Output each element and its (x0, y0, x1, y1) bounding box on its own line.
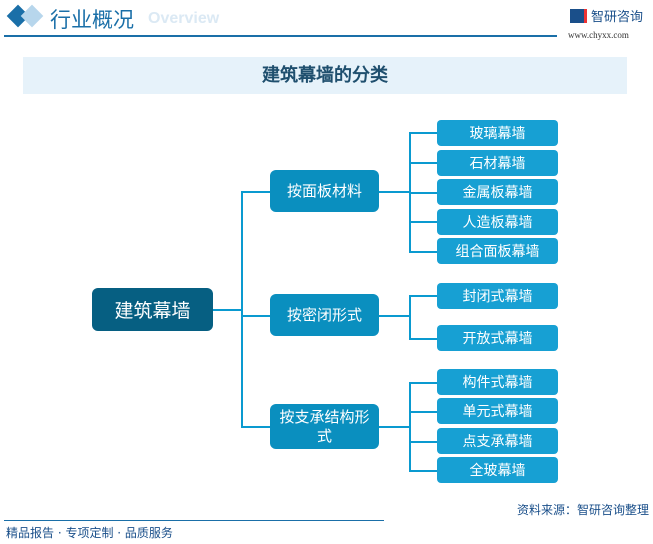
connector (409, 411, 437, 413)
leaf-node: 点支承幕墙 (437, 428, 558, 454)
connector (409, 441, 437, 443)
leaf-node: 金属板幕墙 (437, 179, 558, 205)
footer-divider (4, 520, 384, 521)
leaf-node: 开放式幕墙 (437, 325, 558, 351)
leaf-node: 构件式幕墙 (437, 369, 558, 395)
connector (379, 191, 410, 193)
source-note: 资料来源：智研咨询整理 (516, 503, 649, 517)
connector (409, 382, 411, 471)
leaf-node: 人造板幕墙 (437, 209, 558, 235)
category-node: 按支承结构形式 (270, 404, 379, 449)
connector (409, 251, 437, 253)
root-node: 建筑幕墙 (92, 288, 213, 331)
connector (213, 309, 242, 311)
logo-icon (570, 9, 587, 23)
connector (409, 470, 437, 472)
connector (379, 426, 410, 428)
leaf-node: 组合面板幕墙 (437, 238, 558, 264)
header-title: 行业概况 (50, 8, 134, 32)
leaf-node: 玻璃幕墙 (437, 120, 558, 146)
logo-text: 智研咨询 (591, 10, 644, 25)
connector (379, 315, 410, 317)
connector (409, 338, 437, 340)
connector (241, 191, 270, 193)
connector (409, 295, 411, 339)
url: www.chyxx.com (568, 30, 629, 40)
leaf-node: 全玻幕墙 (437, 457, 558, 483)
connector (409, 132, 437, 134)
connector (241, 426, 270, 428)
connector (409, 162, 437, 164)
diamond-icon (20, 4, 44, 28)
header-subtitle: Overview (148, 10, 220, 27)
leaf-node: 单元式幕墙 (437, 398, 558, 424)
footer-slogan: 精品报告 · 专项定制 · 品质服务 (6, 526, 173, 540)
logo: 智研咨询 (570, 6, 643, 25)
connector (409, 382, 437, 384)
leaf-node: 封闭式幕墙 (437, 283, 558, 309)
connector (241, 315, 270, 317)
connector (241, 191, 243, 428)
category-node: 按面板材料 (270, 170, 379, 212)
connector (409, 192, 437, 194)
leaf-node: 石材幕墙 (437, 150, 558, 176)
connector (409, 221, 437, 223)
diagram-title: 建筑幕墙的分类 (23, 57, 627, 94)
connector (409, 295, 437, 297)
category-node: 按密闭形式 (270, 294, 379, 336)
header-divider (4, 35, 557, 37)
